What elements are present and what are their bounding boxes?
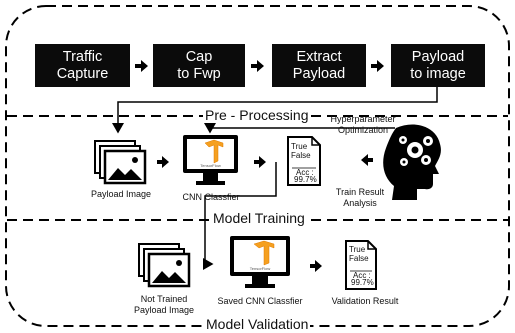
document-text: Acc :	[296, 168, 314, 177]
document-text: True	[291, 142, 308, 151]
stage-label: Traffic Capture	[56, 48, 109, 82]
hyperparameter-label: Hyperparameter Optimization	[330, 114, 396, 135]
stage-extract-payload: Extract Payload	[272, 44, 366, 87]
not-trained-image-icon	[138, 243, 191, 288]
connector-preprocessing-to-training	[112, 87, 438, 134]
head-gears-icon	[383, 124, 441, 200]
arrow-left-icon	[361, 154, 373, 166]
stage-cap-to-fwp: Cap to Fwp	[153, 44, 245, 87]
validation-result-label: Validation Result	[331, 296, 399, 306]
connector-hyperparameter-to-cnn	[204, 123, 395, 134]
document-text: 99.7%	[294, 175, 317, 184]
result-document-icon: True False Acc : 99.7%	[287, 136, 321, 186]
stage-label: Cap to Fwp	[177, 48, 221, 82]
document-text: True	[349, 245, 366, 254]
arrow-right-icon	[310, 260, 322, 272]
saved-monitor-tensorflow-icon: TensorFlow	[230, 236, 290, 288]
stage-arrow-2	[251, 60, 264, 72]
section-title-training: Model Training	[211, 210, 307, 226]
payload-image-icon	[94, 140, 147, 185]
arrow-right-icon	[254, 156, 266, 168]
payload-image-label: Payload Image	[90, 189, 152, 199]
stage-traffic-capture: Traffic Capture	[35, 44, 130, 87]
arrow-right-icon	[157, 156, 169, 168]
saved-cnn-label: Saved CNN Classfier	[217, 296, 303, 306]
tensorflow-caption: TensorFlow	[200, 163, 221, 168]
tensorflow-caption: TensorFlow	[250, 266, 271, 271]
document-text: False	[349, 254, 369, 263]
section-title-preprocessing: Pre - Processing	[203, 107, 311, 123]
stage-arrow-3	[371, 60, 384, 72]
validation-document-icon: True False Acc : 99.7%	[345, 240, 377, 290]
stage-label: Payload to image	[410, 48, 466, 82]
monitor-tensorflow-icon: TensorFlow	[183, 135, 238, 185]
stage-payload-to-image: Payload to image	[391, 44, 485, 87]
stage-label: Extract Payload	[292, 48, 346, 82]
document-text: Acc :	[353, 271, 371, 280]
cnn-classifier-label: CNN Classfier	[182, 192, 240, 202]
section-title-validation: Model Validation	[204, 316, 311, 332]
document-text: False	[291, 151, 311, 160]
connector-training-to-validation	[203, 162, 277, 270]
document-text: 99.7%	[351, 278, 374, 287]
stage-arrow-1	[135, 60, 148, 72]
not-trained-payload-label: Not Trained Payload Image	[133, 294, 195, 315]
train-result-label: Train Result Analysis	[335, 187, 385, 208]
